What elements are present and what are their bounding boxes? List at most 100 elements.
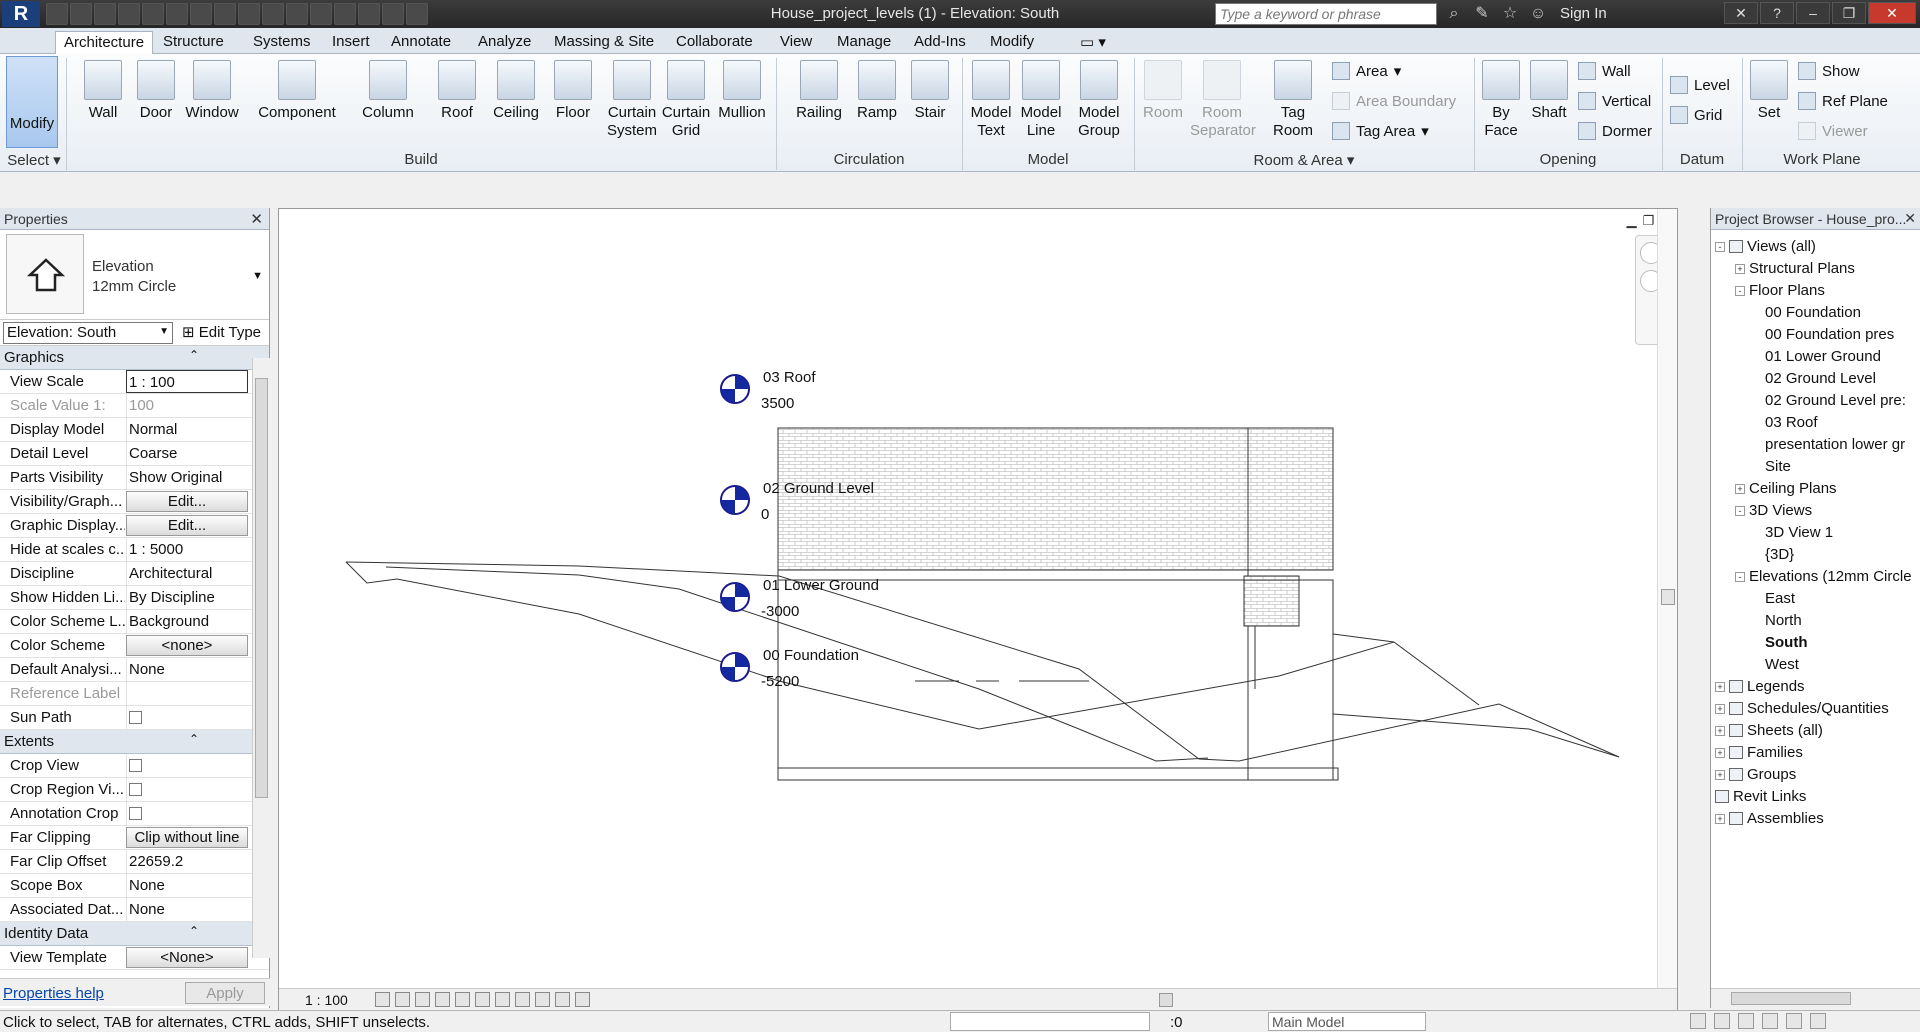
expand-icon[interactable]: + <box>1715 681 1725 692</box>
expand-icon[interactable]: + <box>1735 483 1745 494</box>
expand-icon[interactable]: + <box>1715 813 1725 824</box>
tab-analyze[interactable]: Analyze <box>478 33 532 50</box>
room-button[interactable]: Room <box>1140 60 1186 122</box>
browser-node[interactable]: 03 Roof <box>1765 414 1818 431</box>
tag-area-button[interactable]: Tag Area ▾ <box>1332 122 1429 140</box>
property-value[interactable]: None <box>126 898 248 921</box>
property-value[interactable]: None <box>126 874 248 897</box>
dormer-button[interactable]: Dormer <box>1578 122 1652 140</box>
lock-3d-icon[interactable] <box>555 992 570 1007</box>
stair-button[interactable]: Stair <box>905 60 955 122</box>
collapse-icon[interactable]: ⌃ <box>188 348 199 362</box>
property-value[interactable] <box>126 754 248 777</box>
browser-node[interactable]: +Sheets (all) <box>1715 722 1823 739</box>
select-pinned-icon[interactable] <box>1738 1013 1754 1029</box>
property-value[interactable] <box>126 778 248 801</box>
property-value[interactable]: 1 : 5000 <box>126 538 248 561</box>
ceiling-button[interactable]: Ceiling <box>488 60 544 122</box>
property-value[interactable]: <none> <box>126 635 248 656</box>
browser-node[interactable]: +Ceiling Plans <box>1735 480 1837 497</box>
sync-icon[interactable] <box>94 3 116 25</box>
checkbox[interactable] <box>129 759 142 772</box>
property-value[interactable]: None <box>126 658 248 681</box>
print-icon[interactable] <box>166 3 188 25</box>
browser-node[interactable]: {3D} <box>1765 546 1794 563</box>
browser-node[interactable]: -Views (all) <box>1715 238 1816 255</box>
property-value[interactable] <box>126 706 248 729</box>
view-restore-icon[interactable]: ❐ <box>1642 213 1655 228</box>
property-value[interactable]: By Discipline <box>126 586 248 609</box>
property-value[interactable]: Show Original <box>126 466 248 489</box>
close-icon[interactable]: ✕ <box>1904 210 1916 226</box>
close-button[interactable]: ✕ <box>1868 2 1916 24</box>
expand-icon[interactable]: + <box>1715 747 1725 758</box>
star-icon[interactable]: ☆ <box>1502 5 1518 22</box>
property-value[interactable]: 1 : 100 <box>126 370 248 393</box>
properties-scrollbar[interactable] <box>252 358 270 958</box>
browser-node[interactable]: +Assemblies <box>1715 810 1824 827</box>
collapse-icon[interactable]: - <box>1715 241 1725 252</box>
column-button[interactable]: Column <box>358 60 418 122</box>
vertical-scrollbar[interactable] <box>1657 209 1677 989</box>
render-icon[interactable] <box>455 992 470 1007</box>
property-value[interactable] <box>126 802 248 825</box>
property-group-header[interactable]: Identity Data⌃ <box>0 922 269 946</box>
model-group-button[interactable]: Model Group <box>1072 60 1126 140</box>
curtain-system-button[interactable]: Curtain System <box>604 60 660 140</box>
browser-node[interactable]: +Structural Plans <box>1735 260 1855 277</box>
user-icon[interactable]: ☺ <box>1529 5 1547 22</box>
browser-node[interactable]: +Families <box>1715 744 1803 761</box>
shaft-button[interactable]: Shaft <box>1526 60 1572 122</box>
sun-path-icon[interactable] <box>415 992 430 1007</box>
help-icon[interactable]: ? <box>1760 2 1794 24</box>
vertical-opening-button[interactable]: Vertical <box>1578 92 1651 110</box>
browser-node[interactable]: -Floor Plans <box>1735 282 1825 299</box>
tab-massing-site[interactable]: Massing & Site <box>554 33 655 50</box>
temporary-hide-icon[interactable] <box>515 992 530 1007</box>
property-value[interactable]: <None> <box>126 947 248 968</box>
browser-node[interactable]: presentation lower gr <box>1765 436 1905 453</box>
drag-elements-icon[interactable] <box>1786 1013 1802 1029</box>
mullion-button[interactable]: Mullion <box>714 60 770 122</box>
property-value[interactable]: Clip without line <box>126 827 248 848</box>
browser-node[interactable]: 01 Lower Ground <box>1765 348 1881 365</box>
design-option-select[interactable]: Main Model <box>1268 1012 1426 1031</box>
property-group-header[interactable]: Graphics⌃ <box>0 346 269 370</box>
tab-insert[interactable]: Insert <box>332 33 370 50</box>
checkbox[interactable] <box>129 783 142 796</box>
browser-node[interactable]: -Elevations (12mm Circle <box>1735 568 1912 585</box>
tab-collaborate[interactable]: Collaborate <box>676 33 753 50</box>
browser-node[interactable]: East <box>1765 590 1795 607</box>
level-elevation[interactable]: 0 <box>761 506 770 523</box>
detail-level-icon[interactable] <box>375 992 390 1007</box>
level-name[interactable]: 01 Lower Ground <box>763 577 879 594</box>
browser-scrollbar[interactable] <box>1711 988 1920 1008</box>
view-scale-control[interactable]: 1 : 100 <box>305 992 348 1008</box>
select-underlay-icon[interactable] <box>1714 1013 1730 1029</box>
tab-add-ins[interactable]: Add-Ins <box>914 33 966 50</box>
checkbox[interactable] <box>129 711 142 724</box>
component-button[interactable]: Component <box>252 60 342 122</box>
tab-manage[interactable]: Manage <box>837 33 892 50</box>
door-button[interactable]: Door <box>131 60 181 122</box>
browser-node[interactable]: 3D View 1 <box>1765 524 1833 541</box>
grid-button[interactable]: Grid <box>1670 106 1722 124</box>
room-area-panel-label[interactable]: Room & Area ▾ <box>1253 152 1355 169</box>
text-icon[interactable] <box>262 3 284 25</box>
browser-node[interactable]: Site <box>1765 458 1791 475</box>
property-value[interactable]: Background <box>126 610 248 633</box>
level-marker[interactable]: 00 Foundation-5200 <box>719 647 859 690</box>
set-workplane-button[interactable]: Set <box>1746 60 1792 122</box>
tab-view[interactable]: View <box>780 33 813 50</box>
property-value[interactable]: Architectural <box>126 562 248 585</box>
switch-windows-icon[interactable] <box>382 3 404 25</box>
instance-filter-select[interactable]: Elevation: South <box>3 322 173 344</box>
workset-select[interactable] <box>950 1012 1150 1031</box>
checkbox[interactable] <box>129 807 142 820</box>
browser-node[interactable]: +Schedules/Quantities <box>1715 700 1889 717</box>
shadows-icon[interactable] <box>435 992 450 1007</box>
browser-node[interactable]: North <box>1765 612 1802 629</box>
browser-node[interactable]: +Legends <box>1715 678 1805 695</box>
dimension-icon[interactable] <box>214 3 236 25</box>
redo-icon[interactable] <box>142 3 164 25</box>
